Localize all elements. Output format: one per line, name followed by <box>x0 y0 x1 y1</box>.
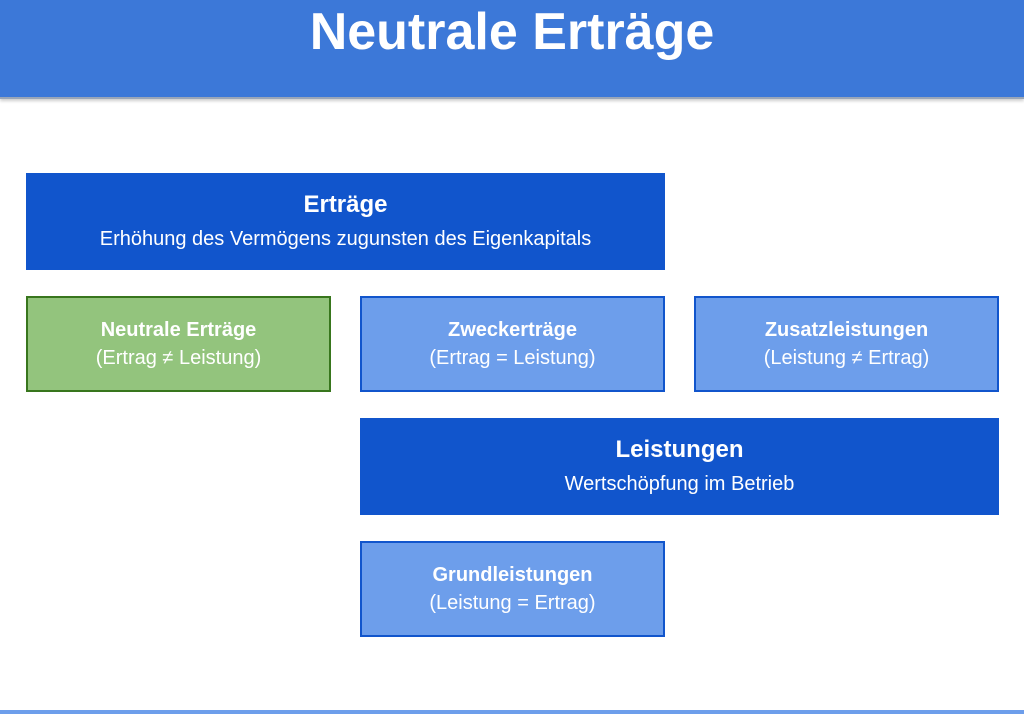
header-bar: Neutrale Erträge <box>0 0 1024 99</box>
box-subtitle: (Ertrag = Leistung) <box>429 347 596 369</box>
box-leistungen: Leistungen Wertschöpfung im Betrieb <box>360 418 999 515</box>
box-neutrale-ertraege: Neutrale Erträge (Ertrag ≠ Leistung) <box>26 296 331 392</box>
box-subtitle: Erhöhung des Vermögens zugunsten des Eig… <box>99 227 592 250</box>
footer-divider <box>0 710 1024 714</box>
box-subtitle: (Ertrag ≠ Leistung) <box>95 347 262 369</box>
box-ertraege: Erträge Erhöhung des Vermögens zugunsten… <box>26 173 665 270</box>
box-title: Grundleistungen <box>432 564 593 586</box>
box-grundleistungen: Grundleistungen (Leistung = Ertrag) <box>360 541 665 637</box>
box-subtitle: (Leistung ≠ Ertrag) <box>763 347 930 369</box>
box-title: Neutrale Erträge <box>100 319 257 341</box>
box-zusatzleistungen: Zusatzleistungen (Leistung ≠ Ertrag) <box>694 296 999 392</box>
box-zweckertraege: Zweckerträge (Ertrag = Leistung) <box>360 296 665 392</box>
box-subtitle: (Leistung = Ertrag) <box>429 592 596 614</box>
box-title: Zusatzleistungen <box>764 319 929 341</box>
box-title: Leistungen <box>615 435 744 463</box>
box-subtitle: Wertschöpfung im Betrieb <box>564 472 795 495</box>
box-title: Erträge <box>303 190 388 218</box>
box-title: Zweckerträge <box>448 319 577 341</box>
page-title: Neutrale Erträge <box>309 3 715 61</box>
